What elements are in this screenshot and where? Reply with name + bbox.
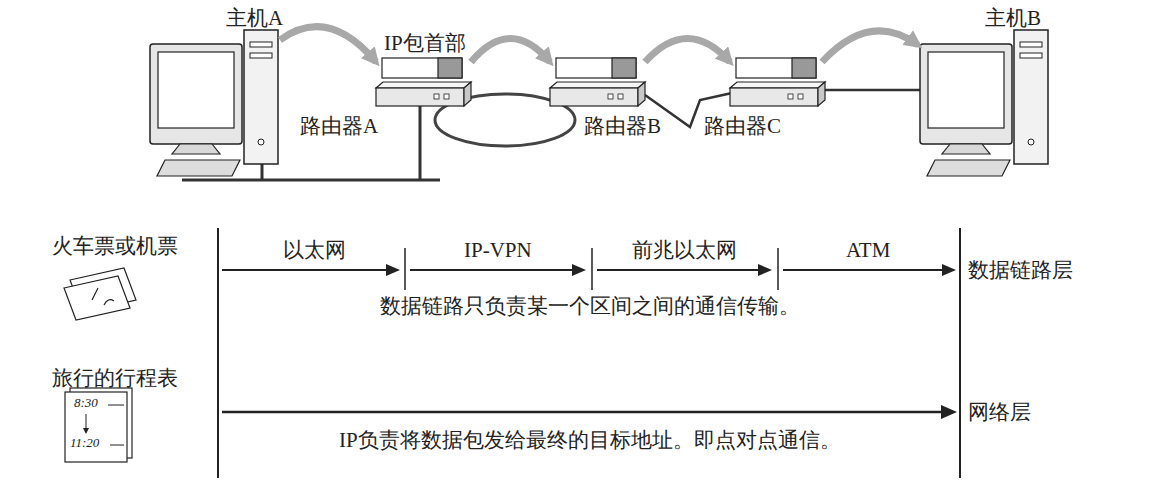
device-node: 路由器A <box>376 56 471 106</box>
arrow-head <box>941 405 957 419</box>
link-name: IP-VPN <box>464 238 532 262</box>
segment-tick <box>777 248 779 290</box>
arrow-head <box>83 428 89 434</box>
atm-wire <box>822 89 920 92</box>
link-arrow <box>222 269 390 271</box>
ethernet-wire <box>182 179 440 182</box>
arrow-head <box>942 264 956 276</box>
packet-flow-arrow <box>822 31 918 62</box>
host-label: 主机B <box>985 6 1041 30</box>
link-name: 以太网 <box>283 238 346 262</box>
analogy-label: 火车票或机票 <box>52 234 178 258</box>
arrow-head <box>386 264 400 276</box>
router-a-symbol <box>376 58 471 106</box>
device-node: 路由器B <box>550 56 645 106</box>
link-arrow <box>597 269 762 271</box>
host-label: 主机A <box>226 6 283 30</box>
device-node: 主机A <box>148 30 280 180</box>
layer-name: 数据链路层 <box>968 258 1073 282</box>
time-text: 8:30 <box>74 396 98 411</box>
packet-flow-arrow <box>280 27 376 62</box>
schedule-page <box>65 392 127 462</box>
ethernet-wire <box>419 104 422 180</box>
bound-line <box>217 228 219 478</box>
note-text: IP负责将数据包发给最终的目标地址。即点对点通信。 <box>339 428 841 452</box>
schedule-line <box>110 445 124 446</box>
router-b-symbol <box>550 58 645 106</box>
device-node: 路由器C <box>730 56 822 106</box>
note-text: 数据链路只负责某一个区间之间的通信传输。 <box>380 294 800 318</box>
schedule-arrow <box>86 414 87 430</box>
ticket-mark <box>92 288 114 305</box>
ethernet-wire <box>261 164 264 180</box>
bound-line <box>959 228 961 478</box>
link-name: 前兆以太网 <box>632 238 737 262</box>
router-label: 路由器A <box>300 114 378 138</box>
network-arrow <box>222 411 944 414</box>
packet-flow-arrow <box>471 39 550 63</box>
link-name: ATM <box>846 238 890 262</box>
schedule-line <box>108 405 124 406</box>
analogy-label: 旅行的行程表 <box>52 366 178 390</box>
host-a-computer <box>150 30 278 176</box>
router-c-symbol <box>730 58 825 106</box>
layer-name: 网络层 <box>968 400 1031 424</box>
router-label: 路由器C <box>704 114 781 138</box>
header-label: IP包首部 <box>384 31 466 55</box>
segment-tick <box>591 248 593 290</box>
segment-tick <box>404 248 406 290</box>
device-node: 主机B <box>918 30 1050 180</box>
router-label: 路由器B <box>584 114 661 138</box>
ticket-sheet <box>64 276 130 320</box>
arrow-head <box>572 264 586 276</box>
link-arrow <box>410 269 576 271</box>
link-arrow <box>783 269 946 271</box>
packet-flow-arrow <box>645 39 730 63</box>
arrow-head <box>758 264 772 276</box>
host-b-computer <box>920 30 1048 176</box>
time-text: 11:20 <box>70 436 99 451</box>
